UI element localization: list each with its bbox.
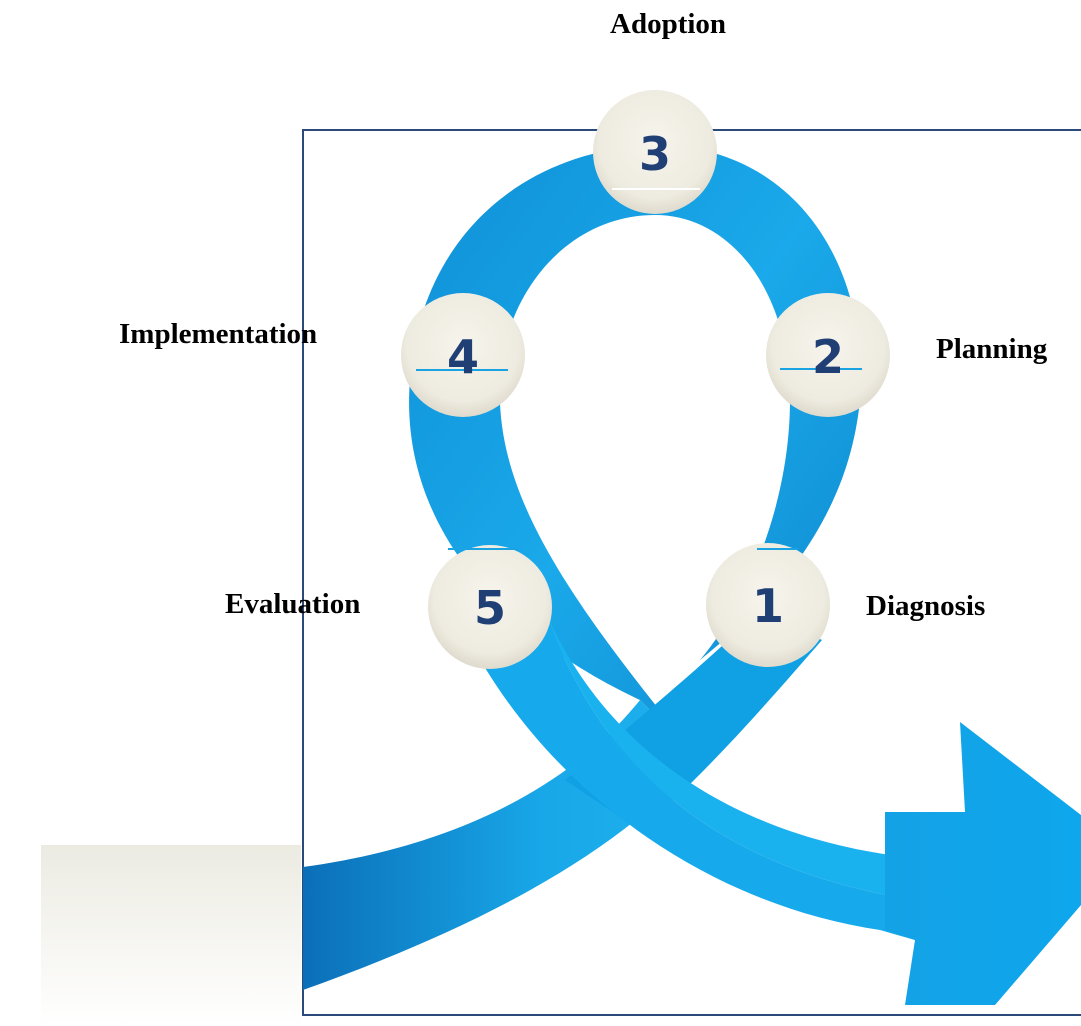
step-number-3: 3 <box>639 127 671 181</box>
step-circle-4 <box>401 293 525 417</box>
step-label-planning: Planning <box>936 333 1048 365</box>
beige-panel <box>41 845 301 1026</box>
arrow-body <box>455 610 915 940</box>
step-label-evaluation: Evaluation <box>225 588 361 620</box>
step-circle-2 <box>766 293 890 417</box>
step-circle-1 <box>706 543 830 667</box>
arrow-head <box>885 722 1081 1005</box>
step-number-5: 5 <box>474 581 506 635</box>
step-number-2: 2 <box>812 330 844 384</box>
step-label-adoption: Adoption <box>610 8 727 40</box>
step-label-diagnosis: Diagnosis <box>866 590 986 622</box>
step-number-1: 1 <box>752 579 784 633</box>
step-number-4: 4 <box>447 330 479 384</box>
arrow-body-lower <box>545 610 915 900</box>
step-label-implementation: Implementation <box>119 318 318 350</box>
step-circle-3 <box>593 90 717 214</box>
step-circle-5 <box>428 545 552 669</box>
